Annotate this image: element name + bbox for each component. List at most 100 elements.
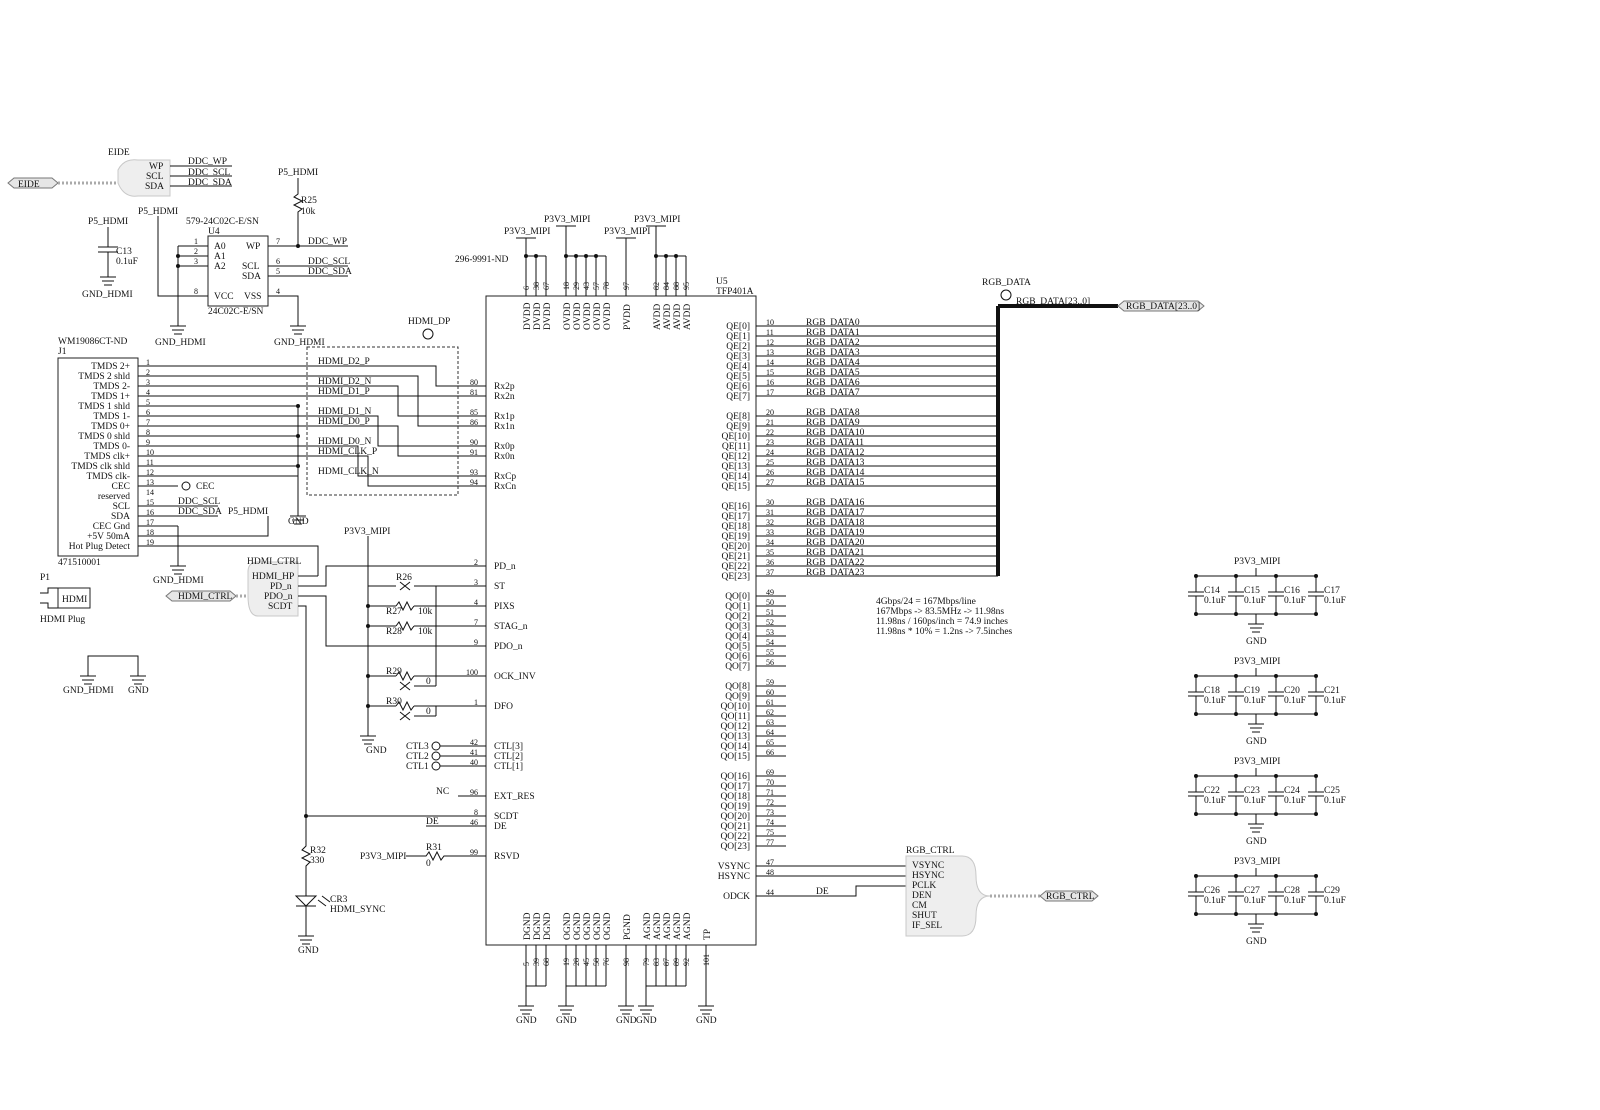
qe-pin-number: 25 [766, 458, 774, 467]
qo-pin-name: QO[12] [720, 722, 750, 732]
junction [1234, 912, 1238, 916]
rgb-ctrl-harness [905, 855, 991, 937]
junction [1274, 912, 1278, 916]
j1-pin-name: CEC Gnd [93, 522, 130, 532]
junction [1274, 574, 1278, 578]
rgb-ctrl-pin-ifsel: IF_SEL [912, 921, 942, 931]
u5-bottom-pin-number: 58 [592, 958, 601, 966]
decap-ref: C16 [1284, 586, 1300, 596]
rgb-net-label: RGB_DATA2 [806, 338, 860, 348]
qe-pin-number: 22 [766, 428, 774, 437]
qe-pin-name: QE[14] [722, 472, 751, 482]
qo-pin-name: QO[17] [720, 782, 750, 792]
j1-pin-number: 16 [146, 508, 154, 517]
j1-gnd-hdmi-label: GND_HDMI [153, 576, 204, 586]
qo-pin-name: QO[0] [725, 592, 750, 602]
decoupling-blocks: P3V3_MIPIGNDC140.1uFC150.1uFC160.1uFC170… [1188, 557, 1346, 947]
junction [1314, 712, 1318, 716]
u5-left-pin-name: STAG_n [494, 622, 528, 632]
qe-pin-name: QE[8] [726, 412, 750, 422]
qo-pin-name: QO[9] [725, 692, 750, 702]
rgb-net-label: RGB_DATA10 [806, 428, 865, 438]
rgb-net-label: RGB_DATA8 [806, 408, 860, 418]
junction [1194, 574, 1198, 578]
rgb-net-label: RGB_DATA12 [806, 448, 865, 458]
labels: EIDE EIDE WP SCL SDA DDC_WP DDC_SCL DDC_… [18, 148, 1200, 1026]
rgb-ctrl-port-shape [1039, 890, 1099, 902]
ctl1-label: CTL1 [406, 762, 429, 772]
qo-pin-number: 69 [766, 768, 774, 777]
u5-top-pin-name: OVDD [583, 302, 593, 330]
j1-pin-number: 17 [146, 518, 154, 527]
eide-title: EIDE [108, 148, 130, 158]
net-hdmi-d2-n: HDMI_D2_N [318, 377, 371, 387]
u4-pin-a2: A2 [214, 262, 226, 272]
u5-left-pin-number: 86 [470, 418, 478, 427]
u4-net-wp: DDC_WP [308, 237, 347, 247]
rgb-net-label: RGB_DATA14 [806, 468, 865, 478]
rgb-net-label: RGB_DATA13 [806, 458, 865, 468]
u5-bottom-pin-number: 79 [642, 958, 651, 966]
shield-wires [138, 405, 299, 516]
cr3-name: HDMI_SYNC [330, 905, 385, 915]
junction [176, 254, 180, 258]
junction [1274, 812, 1278, 816]
j1-pin-number: 3 [146, 378, 150, 387]
qo-pin-rows: QO[0]49QO[1]50QO[2]51QO[3]52QO[4]53QO[5]… [718, 588, 786, 902]
qe-pin-number: 16 [766, 378, 774, 387]
u5-dvdd-power: P3V3_MIPI [504, 227, 550, 237]
qo-pin-name: QO[19] [720, 802, 750, 812]
junction [1194, 712, 1198, 716]
u5-gnd-3: GND [616, 1016, 637, 1026]
u5-bottom-pin-name: DGND [533, 912, 543, 940]
j1-pin-number: 9 [146, 438, 150, 447]
rgb-net-label: RGB_DATA18 [806, 518, 865, 528]
j1-pin-name: TMDS 2 shld [78, 372, 130, 382]
u5-bottom-pin-name: AGND [683, 912, 693, 940]
rgb-data-port-label: RGB_DATA[23..0] [1126, 302, 1200, 312]
j1-pin-number: 4 [146, 388, 150, 397]
decap-ref: C29 [1324, 886, 1340, 896]
qo-pin-number: 77 [766, 838, 774, 847]
r26-ref: R26 [396, 573, 412, 583]
decap-ref: C17 [1324, 586, 1340, 596]
rgb-net-label: RGB_DATA0 [806, 318, 860, 328]
junction [1314, 812, 1318, 816]
u4-pin-num-6: 6 [276, 257, 280, 266]
rgb-net-label: RGB_DATA23 [806, 568, 865, 578]
qe-pin-number: 37 [766, 568, 774, 577]
decap-power-label: P3V3_MIPI [1234, 657, 1280, 667]
rgb-net-label: RGB_DATA5 [806, 368, 860, 378]
u4-pin-num-7: 7 [276, 237, 280, 246]
u5-top-pin-number: 6 [522, 286, 531, 290]
strap-power-label: P3V3_MIPI [344, 527, 390, 537]
decap-power-label: P3V3_MIPI [1234, 757, 1280, 767]
rgb-net-label: RGB_DATA7 [806, 388, 860, 398]
u5-left-pin-name: Rx1n [494, 422, 515, 432]
p1-body-label: HDMI [62, 595, 87, 605]
junction [1314, 912, 1318, 916]
qe-pin-number: 20 [766, 408, 774, 417]
ctl3-testpoint [431, 741, 441, 751]
qo-pin-name: QO[2] [725, 612, 750, 622]
u5-top-pin-number: 88 [672, 282, 681, 290]
j1-pin-name: TMDS clk- [86, 472, 130, 482]
qo-pin-number: 59 [766, 678, 774, 687]
u5-avdd-power: P3V3_MIPI [634, 215, 680, 225]
qe-pin-number: 31 [766, 508, 774, 517]
r25-symbol [292, 178, 304, 246]
j1-pin-name: SCL [113, 502, 131, 512]
junction [564, 254, 568, 258]
eide-pin-sda: SDA [145, 182, 164, 192]
u5-left-pin-name: Rx1p [494, 412, 515, 422]
u5-top-pin-name: OVDD [603, 302, 613, 330]
r28-ref: R28 [386, 627, 402, 637]
u5-left-pin-number: 2 [474, 558, 478, 567]
u5-left-pin-name: EXT_RES [494, 792, 535, 802]
qo-pin-name: QO[6] [725, 652, 750, 662]
qe-pin-name: QE[21] [722, 552, 751, 562]
r25-ref: R25 [301, 196, 317, 206]
qe-pin-number: 15 [766, 368, 774, 377]
u4-pin-num-2: 2 [194, 247, 198, 256]
